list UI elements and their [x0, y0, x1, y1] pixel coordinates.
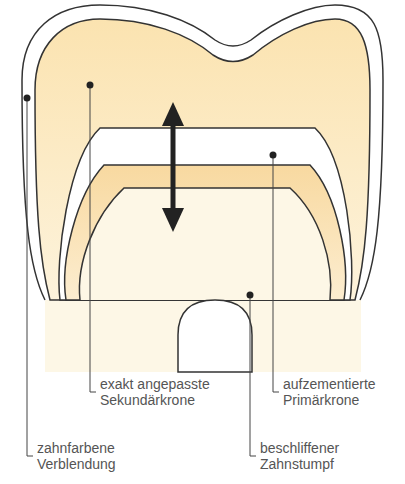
part-label: beschliffener Zahnstumpf: [260, 440, 372, 472]
tooth-stump-outline: [79, 188, 330, 300]
arrow-head: [162, 208, 184, 232]
leader-dots: [24, 82, 277, 299]
part-label: zahnfarbene Verblendung: [37, 440, 142, 472]
pulp: [178, 300, 252, 372]
secondary-crown: [35, 19, 370, 300]
part-label: exakt angepasste Sekundärkrone: [100, 376, 225, 408]
crown-gap: [59, 128, 352, 300]
arrow-head: [162, 102, 184, 126]
tooth-stump: [79, 188, 330, 300]
movement-arrow: [171, 122, 176, 212]
stump-root: [45, 296, 361, 372]
part-label: aufzementierte Primärkrone: [283, 376, 395, 408]
leader-lines: [27, 85, 279, 456]
primary-crown: [65, 165, 346, 300]
veneer: [22, 5, 383, 300]
